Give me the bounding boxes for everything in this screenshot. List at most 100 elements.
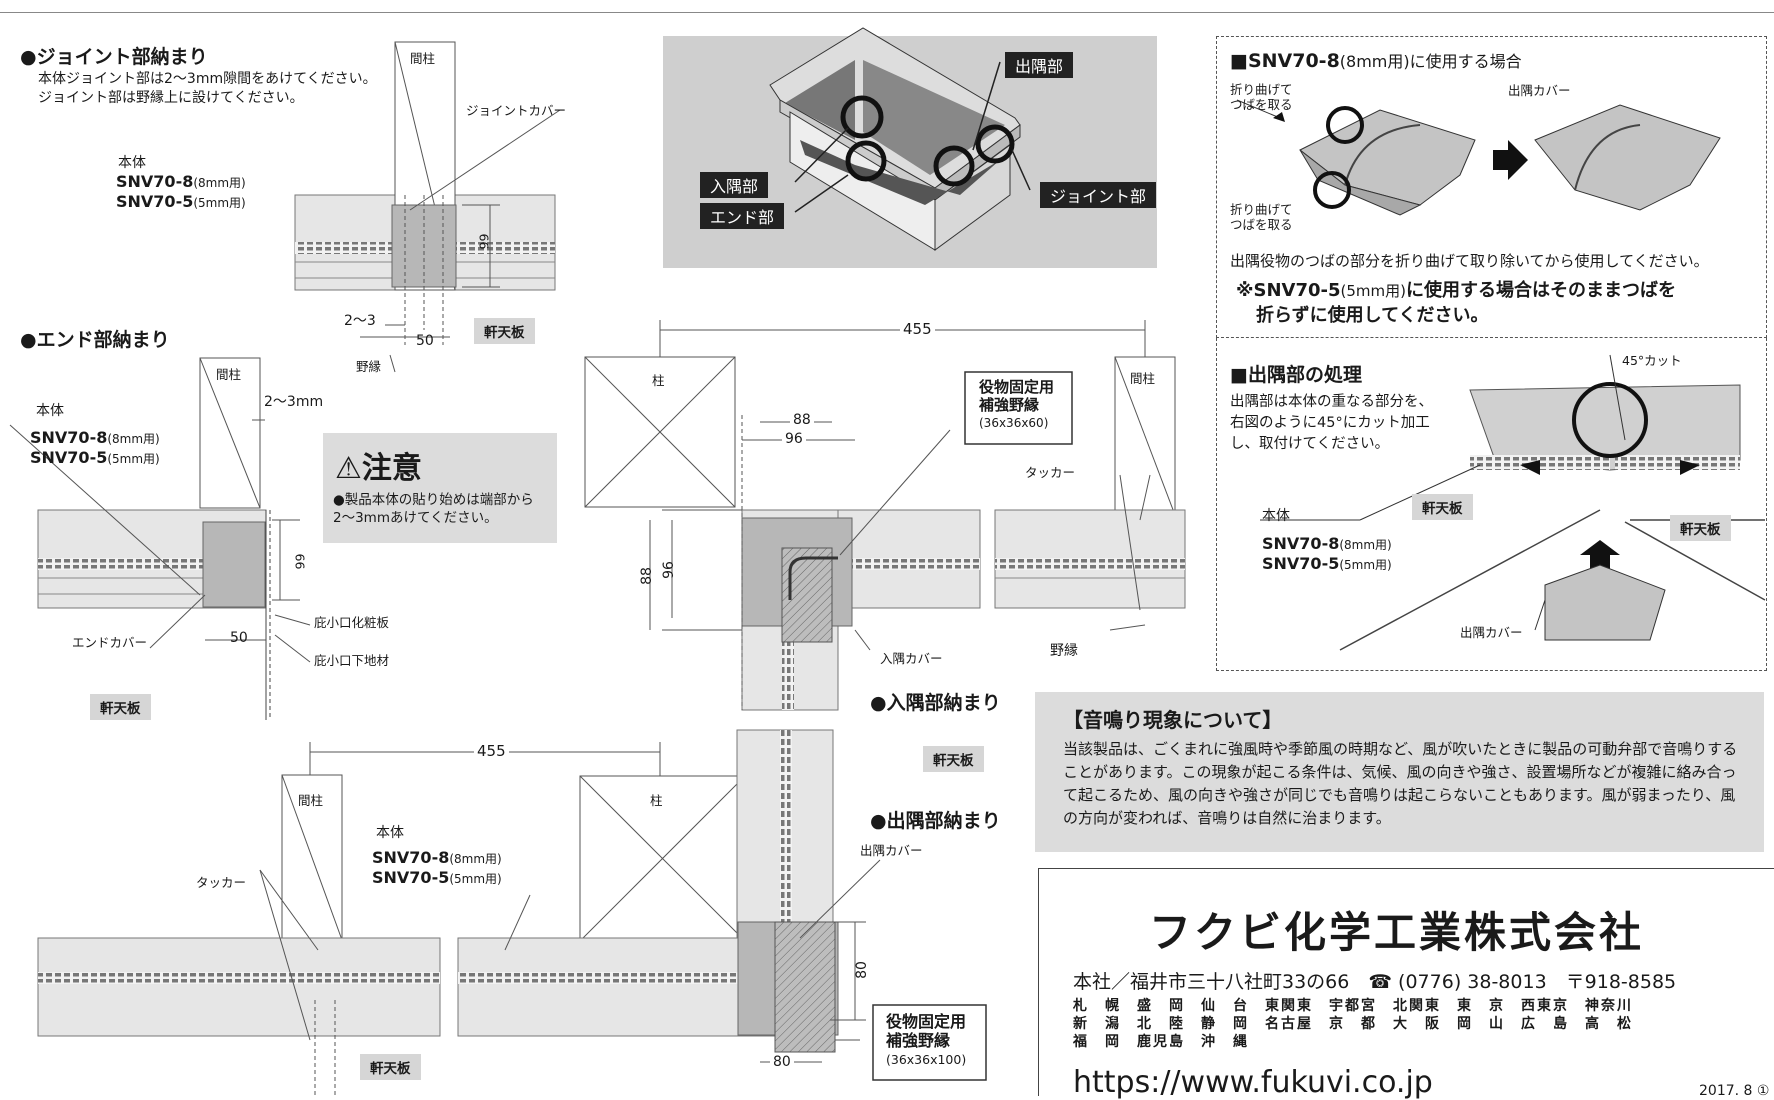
outer-mabashira: 間柱: [298, 793, 324, 808]
end-title: ●エンド部納まり: [20, 329, 170, 351]
joint-mabashira: 間柱: [410, 51, 436, 66]
joint-title: ●ジョイント部納まり: [20, 46, 208, 68]
inner-cover-label: 入隅カバー: [880, 651, 943, 666]
outer-nokiten-tag: 軒天板: [360, 1054, 421, 1080]
outer-dim-80-horizontal: 80: [770, 1054, 794, 1070]
branch-row-2: 新 潟 北 陸 静 岡 名古屋 京 都 大 阪 岡 山 広 島 高 松: [1073, 1016, 1633, 1032]
joint-dim-gap: 2〜3: [344, 313, 376, 329]
joint-nobuchi: 野縁: [356, 359, 382, 374]
snv8-drawing: [1236, 99, 1721, 216]
corner-cover-label: 出隅カバー: [1460, 625, 1523, 640]
noise-body: 当該製品は、ごくまれに強風時や季節風の時期など、風が吹いたときに製品の可動弁部で…: [1063, 740, 1738, 827]
inner-mabashira: 間柱: [1130, 371, 1156, 386]
end-dim-66: 66: [292, 553, 308, 570]
inner-nobuchi: 野縁: [1050, 643, 1078, 659]
company-address: 本社／福井市三十八社町33の66 ☎ (0776) 38-8013 〒918-8…: [1073, 971, 1677, 993]
inner-dim-88: 88: [790, 412, 814, 428]
inner-reinforce-line2: 補強野縁: [979, 396, 1040, 414]
end-dim-gap: 2〜3mm: [264, 394, 324, 410]
corner-hontai-label: 本体: [1262, 508, 1290, 524]
inner-title: ●入隅部納まり: [870, 692, 1001, 714]
caution-box: ⚠注意 ●製品本体の貼り始めは端部から2〜3mmあけてください。: [323, 433, 557, 543]
end-prod8: SNV70-8(8mm用): [30, 428, 160, 447]
snv8-note-cont: 折らずに使用してください。: [1256, 305, 1489, 326]
snv8-note: ※SNV70-5(5mm用)に使用する場合はそのままつばを: [1236, 280, 1676, 301]
corner-cut-label: 45°カット: [1622, 353, 1682, 368]
noise-title: 【音鳴り現象について】: [1063, 708, 1283, 732]
corner-prod8: SNV70-8(8mm用): [1262, 534, 1392, 553]
end-hontai-label: 本体: [36, 403, 64, 419]
joint-cover-label: ジョイントカバー: [466, 103, 567, 118]
caution-title: ⚠注意: [335, 451, 422, 486]
corner-prod5: SNV70-5(5mm用): [1262, 554, 1392, 573]
company-url[interactable]: https://www.fukuvi.co.jp: [1073, 1065, 1433, 1100]
end-prod5: SNV70-5(5mm用): [30, 448, 160, 467]
inner-reinforce-box: 役物固定用 補強野縁 (36x36x60): [979, 378, 1054, 432]
end-fascia-base-label: 庇小口下地材: [314, 653, 390, 668]
print-date: 2017. 8 ①: [1699, 1083, 1770, 1099]
end-cover-label: エンドカバー: [72, 635, 148, 650]
outer-tacker: タッカー: [196, 875, 247, 890]
joint-nokiten-tag: 軒天板: [474, 318, 535, 344]
inner-dim-96: 96: [782, 431, 806, 447]
caution-body: ●製品本体の貼り始めは端部から2〜3mmあけてください。: [333, 492, 534, 526]
inner-dim-88-vertical: 88: [638, 567, 655, 585]
outer-reinforce-line2: 補強野縁: [886, 1031, 951, 1050]
photo-label-dezumi: 出隅部: [1005, 52, 1074, 78]
branch-list: 札 幌 盛 岡 仙 台 東関東 宇都宮 北関東 東 京 西東京 神奈川 新 潟 …: [1073, 997, 1633, 1051]
outer-prod5: SNV70-5(5mm用): [372, 868, 502, 887]
snv8-description: 出隅役物のつばの部分を折り曲げて取り除いてから使用してください。: [1230, 252, 1709, 270]
corner-nokiten-tag-left: 軒天板: [1412, 494, 1473, 520]
outer-reinforce-size: (36x36x100): [886, 1052, 967, 1067]
outer-hontai-label: 本体: [376, 825, 404, 841]
snv8-panel: [1216, 36, 1767, 338]
inner-dim-455: 455: [900, 320, 935, 338]
end-mabashira: 間柱: [216, 367, 242, 382]
photo-label-irizumi: 入隅部: [700, 172, 769, 198]
outer-prod8: SNV70-8(8mm用): [372, 848, 502, 867]
noise-notice: 【音鳴り現象について】 当該製品は、ごくまれに強風時や季節風の時期など、風が吹い…: [1035, 692, 1764, 852]
inner-corner-drawing: [584, 320, 1186, 711]
joint-prod8: SNV70-8(8mm用): [116, 172, 246, 191]
inner-tacker: タッカー: [1025, 465, 1076, 480]
outer-cover-label: 出隅カバー: [860, 843, 923, 858]
inner-hashira: 柱: [652, 373, 665, 388]
joint-description: 本体ジョイント部は2〜3mm隙間をあけてください。ジョイント部は野縁上に設けてく…: [38, 71, 377, 106]
photo-label-end: エンド部: [700, 203, 785, 229]
snv8-fold-note-bottom: 折り曲げてつばを取る: [1230, 202, 1293, 232]
outer-corner-drawing: [37, 729, 987, 1095]
company-footer: フクビ化学工業株式会社 本社／福井市三十八社町33の66 ☎ (0776) 38…: [1038, 868, 1774, 1100]
building-sketch: [769, 27, 1031, 251]
joint-dim-66: 66: [476, 233, 492, 250]
company-name: フクビ化学工業株式会社: [1149, 908, 1645, 957]
photo-label-joint: ジョイント部: [1040, 182, 1157, 208]
outer-dim-455: 455: [474, 742, 509, 760]
corner-panel: [1216, 338, 1767, 671]
joint-prod5: SNV70-5(5mm用): [116, 192, 246, 211]
snv8-cover-label: 出隅カバー: [1508, 83, 1571, 98]
outer-hashira: 柱: [650, 793, 663, 808]
corner-description: 出隅部は本体の重なる部分を、右図のように45°にカット加工し、取付けてください。: [1230, 394, 1433, 452]
outer-dim-80-vertical: 80: [853, 961, 870, 979]
inner-reinforce-size: (36x36x60): [979, 416, 1049, 430]
end-fascia-label: 庇小口化粧板: [314, 615, 390, 630]
inner-nokiten-tag: 軒天板: [923, 746, 984, 772]
end-dim-50: 50: [230, 630, 248, 646]
outer-reinforce-box: 役物固定用 補強野縁 (36x36x100): [886, 1012, 966, 1069]
branch-row-1: 札 幌 盛 岡 仙 台 東関東 宇都宮 北関東 東 京 西東京 神奈川: [1073, 998, 1633, 1014]
top-border: [0, 0, 1774, 13]
outer-reinforce-line1: 役物固定用: [886, 1012, 967, 1031]
end-nokiten-tag: 軒天板: [90, 694, 151, 720]
corner-title: ■出隅部の処理: [1230, 364, 1362, 386]
corner-nokiten-tag-right: 軒天板: [1670, 515, 1731, 541]
inner-dim-96-vertical: 96: [660, 561, 677, 579]
end-drawing: [9, 357, 311, 720]
outer-title: ●出隅部納まり: [870, 810, 1001, 832]
snv8-title: ■SNV70-8(8mm用)に使用する場合: [1230, 50, 1522, 72]
joint-dim-50: 50: [416, 333, 434, 349]
branch-row-3: 福 岡 鹿児島 沖 縄: [1073, 1034, 1249, 1050]
joint-hontai-label: 本体: [118, 155, 146, 171]
joint-drawing: [294, 41, 561, 373]
snv8-fold-note-top: 折り曲げてつばを取る: [1230, 82, 1293, 112]
